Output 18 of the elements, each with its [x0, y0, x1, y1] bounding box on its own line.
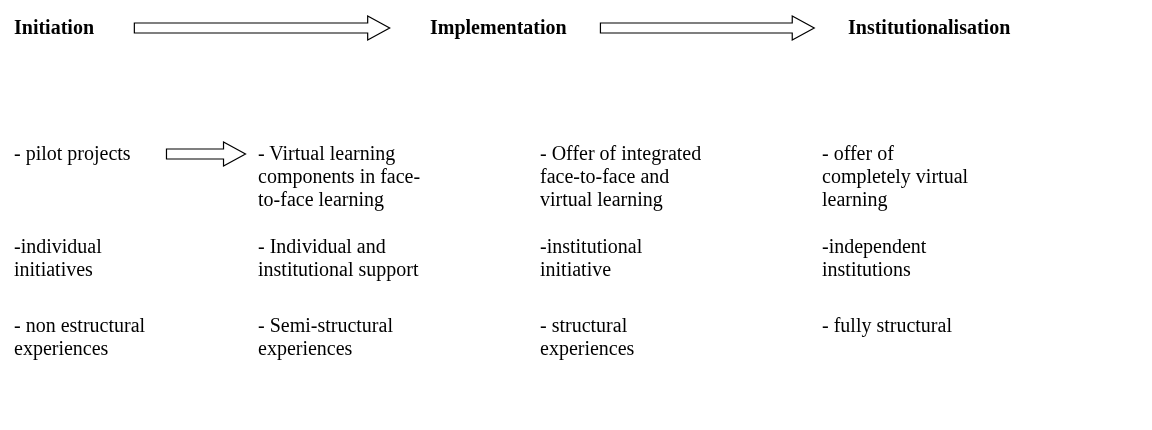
stage-item-text: - non estructural experiences	[14, 314, 147, 360]
stage-item-text: - fully structural	[822, 314, 953, 337]
stage-item-text: - Semi-structural experiences	[258, 314, 394, 360]
stage-heading: Initiation	[14, 16, 95, 39]
block-arrow	[165, 141, 247, 167]
stage-item-text: - pilot projects	[14, 142, 154, 165]
block-arrow	[133, 15, 391, 41]
stage-item-text: -individual initiatives	[14, 235, 103, 281]
stage-item-text: -institutional initiative	[540, 235, 644, 281]
stage-item-text: - Virtual learning components in face-to-face learning	[258, 142, 423, 211]
stage-item-text: - structural experiences	[540, 314, 636, 360]
stage-item-text: - offer of completely virtual learning	[822, 142, 970, 211]
stage-item-text: - Offer of integrated face-to-face and virtual learning	[540, 142, 703, 211]
block-arrow	[599, 15, 816, 41]
stage-heading: Implementation	[430, 16, 567, 39]
stage-item-text: -independent institutions	[822, 235, 928, 281]
stage-item-text: - Individual and institutional support	[258, 235, 420, 281]
stage-heading: Institutionalisation	[848, 16, 1011, 39]
